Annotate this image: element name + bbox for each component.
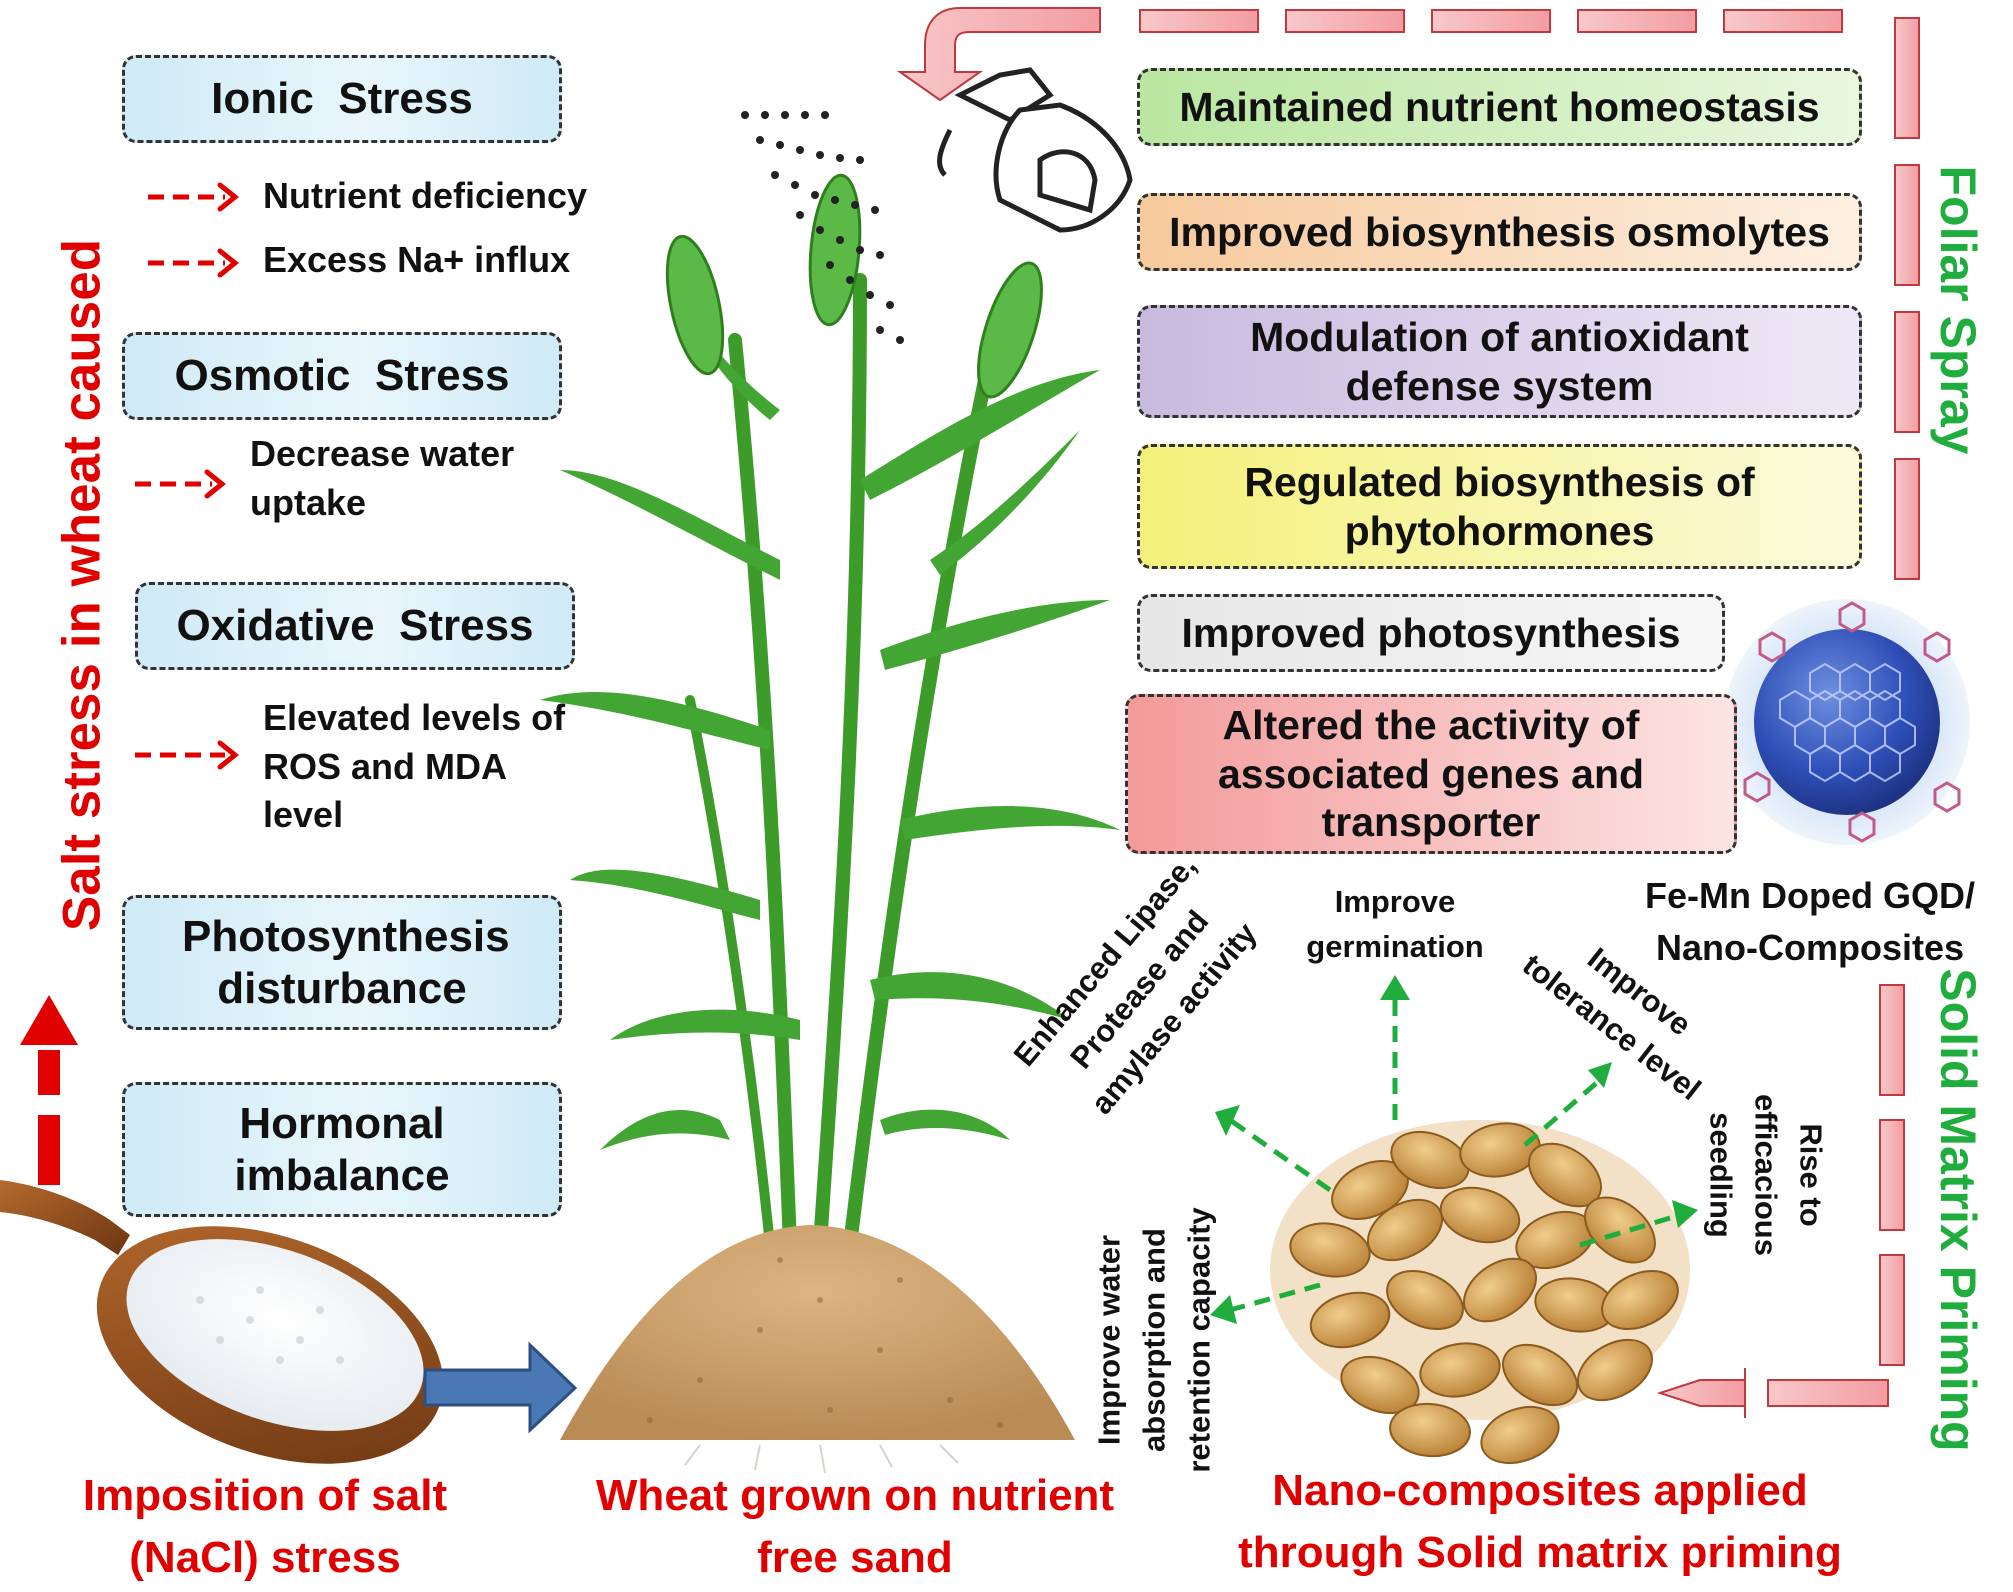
effect-label-antioxidant: Modulation of antioxidant defense system	[1250, 314, 1749, 409]
seed-effect-water-text: Improve water absorption and retention c…	[1091, 1207, 1217, 1473]
stress-box-ionic: Ionic Stress	[122, 55, 562, 143]
foliar-path-arrow	[896, 7, 1920, 580]
stress-box-oxidative: Oxidative Stress	[135, 582, 575, 670]
stress-sub-arrows	[135, 194, 225, 758]
stress-label-hormonal: Hormonal imbalance	[234, 1098, 450, 1200]
stress-label-photosynthesis: Photosynthesis disturbance	[182, 911, 510, 1013]
effect-label-osmolytes: Improved biosynthesis osmolytes	[1169, 208, 1830, 255]
seed-arrow-heads	[1210, 975, 1698, 1324]
effect-label-genes: Altered the activity of associated genes…	[1217, 702, 1645, 846]
seed-effect-germination: Improve germination	[1275, 880, 1515, 970]
effect-box-nutrient: Maintained nutrient homeostasis	[1137, 68, 1862, 146]
caption-nano-text: Nano-composites applied through Solid ma…	[1238, 1466, 1842, 1577]
caption-nano: Nano-composites applied through Solid ma…	[1200, 1460, 1880, 1583]
stress-box-osmotic: Osmotic Stress	[122, 332, 562, 420]
seed-effect-seedling-text: Rise to efficacious seedling	[1703, 1094, 1829, 1256]
stress-sub-arrowheads	[204, 182, 240, 770]
stress-box-photosynthesis: Photosynthesis disturbance	[122, 895, 562, 1030]
stress-label-osmotic: Osmotic Stress	[174, 351, 510, 401]
caption-sand: Wheat grown on nutrient free sand	[560, 1465, 1150, 1588]
ionic-effect-2: Excess Na+ influx	[263, 239, 571, 280]
osmotic-effect-1: Decrease water uptake	[250, 433, 515, 523]
effect-box-osmolytes: Improved biosynthesis osmolytes	[1137, 193, 1862, 271]
blue-arrow	[423, 1341, 578, 1434]
effect-box-antioxidant: Modulation of antioxidant defense system	[1137, 305, 1862, 418]
gqd-label: Fe-Mn Doped GQD/ Nano-Composites	[1610, 870, 2010, 974]
seed-effect-germination-text: Improve germination	[1306, 884, 1484, 964]
salt-spoon-icon	[0, 1180, 444, 1464]
priming-path-arrow	[1656, 984, 1905, 1418]
left-red-arrow	[20, 995, 78, 1185]
gqd-nanoparticle-icon	[1724, 599, 1970, 845]
left-title-text: Salt stress in wheat caused	[52, 238, 112, 932]
stress-label-ionic: Ionic Stress	[211, 74, 473, 124]
ionic-effect-1: Nutrient deficiency	[263, 175, 588, 216]
effect-box-phytohormones: Regulated biosynthesis of phytohormones	[1137, 444, 1862, 569]
spray-bottle-icon	[741, 67, 1133, 344]
effect-label-nutrient: Maintained nutrient homeostasis	[1179, 83, 1820, 130]
gqd-label-text: Fe-Mn Doped GQD/ Nano-Composites	[1645, 875, 1975, 969]
solid-matrix-text: Solid Matrix Priming	[1930, 968, 1986, 1452]
effect-box-genes: Altered the activity of associated genes…	[1125, 694, 1737, 854]
caption-sand-text: Wheat grown on nutrient free sand	[595, 1471, 1115, 1582]
oxidative-effect-1: Elevated levels of ROS and MDA level	[263, 697, 566, 836]
stress-box-hormonal: Hormonal imbalance	[122, 1082, 562, 1217]
foliar-spray-text: Foliar Spray	[1930, 165, 1986, 455]
effect-box-photosynthesis: Improved photosynthesis	[1137, 594, 1725, 672]
caption-salt: Imposition of salt (NaCl) stress	[40, 1465, 490, 1588]
effect-label-photosynthesis: Improved photosynthesis	[1181, 609, 1681, 656]
seed-effect-arrows	[1228, 1000, 1681, 1313]
sand-pile-icon	[560, 1225, 1075, 1474]
caption-salt-text: Imposition of salt (NaCl) stress	[82, 1471, 448, 1582]
stress-label-oxidative: Oxidative Stress	[176, 601, 534, 651]
wheat-seeds-icon	[1270, 1120, 1690, 1465]
effect-label-phytohormones: Regulated biosynthesis of phytohormones	[1244, 459, 1755, 554]
